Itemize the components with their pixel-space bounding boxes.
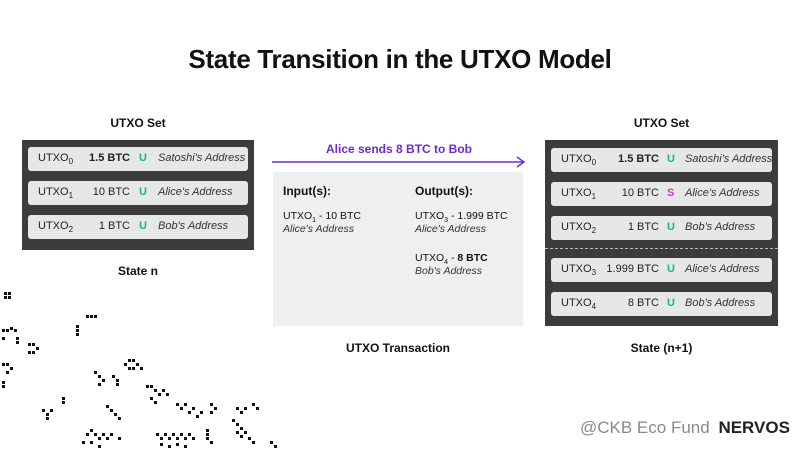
left-utxo-set-panel: UTXO0 1.5 BTC U Satoshi's Address UTXO1 … bbox=[22, 140, 254, 250]
utxo-row-1: UTXO1 10 BTC S Alice's Address bbox=[551, 182, 772, 206]
transition-arrow-label: Alice sends 8 BTC to Bob bbox=[325, 142, 473, 156]
diagram-title: State Transition in the UTXO Model bbox=[188, 44, 612, 74]
watermark-handle: @CKB Eco Fund bbox=[580, 418, 710, 437]
inputs-header: Input(s): bbox=[283, 184, 331, 198]
utxo-row-1: UTXO1 10 BTC U Alice's Address bbox=[28, 181, 248, 205]
utxo-address: Alice's Address bbox=[158, 186, 233, 198]
output-address-3: Alice's Address bbox=[415, 223, 487, 235]
watermark: @CKB Eco Fund NERVOS bbox=[580, 418, 790, 438]
unspent-flag: U bbox=[667, 221, 675, 233]
utxo-amount: 10 BTC bbox=[621, 187, 659, 199]
utxo-transaction-box: Input(s): Output(s): UTXO1 - 10 BTC Alic… bbox=[273, 172, 523, 326]
utxo-row-0: UTXO0 1.5 BTC U Satoshi's Address bbox=[551, 148, 772, 172]
transaction-caption: UTXO Transaction bbox=[345, 341, 451, 355]
utxo-amount: 10 BTC bbox=[92, 186, 130, 198]
utxo-address: Bob's Address bbox=[685, 221, 756, 233]
utxo-row-2: UTXO2 1 BTC U Bob's Address bbox=[28, 215, 248, 239]
left-state-caption: State n bbox=[117, 264, 158, 278]
utxo-id: UTXO2 bbox=[38, 220, 74, 235]
utxo-row-4: UTXO4 8 BTC U Bob's Address bbox=[551, 292, 772, 316]
utxo-id: UTXO1 bbox=[38, 186, 74, 201]
spent-flag: S bbox=[667, 187, 675, 199]
utxo-id: UTXO3 bbox=[561, 263, 597, 278]
utxo-amount: 1 BTC bbox=[627, 221, 659, 233]
utxo-id: UTXO1 bbox=[561, 187, 597, 202]
unspent-flag: U bbox=[139, 220, 147, 232]
input-address: Alice's Address bbox=[283, 223, 355, 235]
utxo-address: Satoshi's Address bbox=[158, 152, 246, 164]
unspent-flag: U bbox=[139, 186, 147, 198]
utxo-row-0: UTXO0 1.5 BTC U Satoshi's Address bbox=[28, 147, 248, 171]
utxo-row-3: UTXO3 1.999 BTC U Alice's Address bbox=[551, 258, 772, 282]
outputs-header: Output(s): bbox=[415, 184, 473, 198]
output-utxo-4: UTXO4 - 8 BTC bbox=[415, 252, 488, 267]
output-address-4: Bob's Address bbox=[415, 265, 482, 277]
utxo-address: Alice's Address bbox=[685, 263, 760, 275]
arrow-right-icon bbox=[272, 156, 526, 168]
utxo-amount: 1.5 BTC bbox=[618, 153, 659, 165]
unspent-flag: U bbox=[667, 297, 675, 309]
unspent-flag: U bbox=[139, 152, 147, 164]
right-utxo-set-panel: UTXO0 1.5 BTC U Satoshi's Address UTXO1 … bbox=[545, 140, 778, 326]
output-utxo-3: UTXO3 - 1.999 BTC bbox=[415, 210, 508, 225]
utxo-id: UTXO0 bbox=[38, 152, 74, 167]
utxo-address: Bob's Address bbox=[685, 297, 756, 309]
unspent-flag: U bbox=[667, 153, 675, 165]
utxo-id: UTXO4 bbox=[561, 297, 597, 312]
pixel-pattern-decoration bbox=[2, 292, 277, 448]
utxo-amount: 8 BTC bbox=[627, 297, 659, 309]
right-state-caption: State (n+1) bbox=[630, 341, 693, 355]
watermark-brand: NERVOS bbox=[718, 418, 790, 437]
right-utxo-set-heading: UTXO Set bbox=[633, 116, 690, 130]
input-utxo: UTXO1 - 10 BTC bbox=[283, 210, 362, 225]
utxo-row-2: UTXO2 1 BTC U Bob's Address bbox=[551, 216, 772, 240]
left-utxo-set-heading: UTXO Set bbox=[110, 116, 166, 130]
utxo-address: Satoshi's Address bbox=[685, 153, 773, 165]
utxo-address: Alice's Address bbox=[685, 187, 760, 199]
unspent-flag: U bbox=[667, 263, 675, 275]
utxo-address: Bob's Address bbox=[158, 220, 229, 232]
new-outputs-divider bbox=[545, 248, 778, 249]
utxo-amount: 1.999 BTC bbox=[606, 263, 659, 275]
utxo-amount: 1.5 BTC bbox=[89, 152, 130, 164]
utxo-id: UTXO2 bbox=[561, 221, 597, 236]
utxo-amount: 1 BTC bbox=[98, 220, 130, 232]
utxo-id: UTXO0 bbox=[561, 153, 597, 168]
